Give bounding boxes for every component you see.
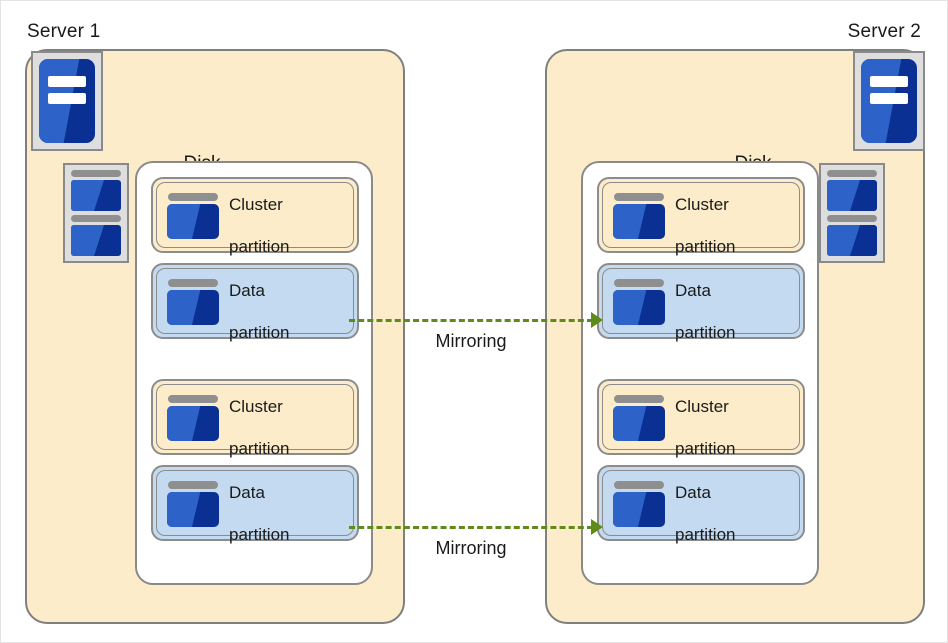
server-2-hard-disk-icon [819, 163, 885, 263]
server-2-partition-group-1: Cluster partition Data part [597, 177, 805, 342]
partition-label: Cluster partition [675, 375, 735, 459]
server-1-data-partition-1[interactable]: Data partition [151, 263, 359, 342]
partition-icon [613, 277, 665, 325]
server-2-cluster-partition-1[interactable]: Cluster partition [597, 177, 805, 256]
partition-icon [167, 393, 219, 441]
partition-label-line-2: partition [675, 439, 736, 458]
partition-label-line-1: Data [229, 483, 265, 502]
server-tower-icon [39, 59, 95, 143]
partition-label: Data partition [675, 259, 735, 343]
server-1-partition-list: Cluster partition Data part [151, 177, 359, 551]
partition-inner: Cluster partition [602, 384, 800, 458]
server-1-hard-disk-icon [63, 163, 129, 263]
partition-icon [613, 191, 665, 239]
partition-label: Cluster partition [229, 375, 289, 459]
server-1-disk-box: Cluster partition Data part [135, 161, 373, 585]
partition-inner: Data partition [602, 268, 800, 342]
partition-icon [167, 479, 219, 527]
server-2-label: Server 2 [847, 21, 921, 42]
partition-label-line-2: partition [675, 237, 736, 256]
partition-label: Data partition [675, 461, 735, 545]
server-1-cluster-partition-2[interactable]: Cluster partition [151, 379, 359, 458]
server-1-label: Server 1 [27, 21, 101, 42]
partition-label-line-1: Cluster [229, 195, 283, 214]
partition-icon [167, 191, 219, 239]
partition-label-line-1: Data [675, 483, 711, 502]
partition-label-line-2: partition [229, 439, 290, 458]
partition-label-line-2: partition [675, 525, 736, 544]
partition-inner: Cluster partition [156, 182, 354, 256]
partition-inner: Data partition [156, 268, 354, 342]
partition-label-line-1: Cluster [675, 195, 729, 214]
mirroring-arrow-head-2 [591, 519, 603, 535]
partition-label-line-2: partition [229, 323, 290, 342]
partition-label-line-2: partition [675, 323, 736, 342]
partition-label: Cluster partition [675, 173, 735, 257]
server-2-data-partition-1[interactable]: Data partition [597, 263, 805, 342]
server-2-partition-list: Cluster partition Data part [597, 177, 805, 551]
disk-platter [827, 215, 877, 257]
server-2-disk-box: Cluster partition Data part [581, 161, 819, 585]
partition-label: Data partition [229, 259, 289, 343]
mirroring-arrow-line-2 [349, 526, 593, 529]
partition-label-line-1: Data [229, 281, 265, 300]
partition-label-line-1: Data [675, 281, 711, 300]
server-2-tower-icon [853, 51, 925, 151]
partition-inner: Data partition [602, 470, 800, 544]
server-1-partition-group-1: Cluster partition Data part [151, 177, 359, 342]
disk-platter [71, 215, 121, 257]
server-tower-icon [861, 59, 917, 143]
partition-icon [613, 479, 665, 527]
server-1-tower-icon [31, 51, 103, 151]
mirroring-arrow-head-1 [591, 312, 603, 328]
server-2-data-partition-2[interactable]: Data partition [597, 465, 805, 544]
mirroring-label-2: Mirroring [435, 538, 507, 558]
partition-label-line-2: partition [229, 525, 290, 544]
disk-platter [827, 170, 877, 212]
partition-label: Data partition [229, 461, 289, 545]
partition-label-line-2: partition [229, 237, 290, 256]
mirroring-arrow-line-1 [349, 319, 593, 322]
server-1-data-partition-2[interactable]: Data partition [151, 465, 359, 544]
partition-label-line-1: Cluster [675, 397, 729, 416]
mirroring-label-1: Mirroring [435, 331, 507, 351]
server-1-partition-group-2: Cluster partition Data part [151, 379, 359, 544]
server-2-cluster-partition-2[interactable]: Cluster partition [597, 379, 805, 458]
partition-icon [613, 393, 665, 441]
server-2-partition-group-2: Cluster partition Data part [597, 379, 805, 544]
partition-label: Cluster partition [229, 173, 289, 257]
partition-label-line-1: Cluster [229, 397, 283, 416]
partition-inner: Cluster partition [156, 384, 354, 458]
server-2-panel: Disk /dev/sdb Cluster partition [545, 49, 925, 624]
partition-inner: Cluster partition [602, 182, 800, 256]
partition-icon [167, 277, 219, 325]
disk-platter [71, 170, 121, 212]
partition-inner: Data partition [156, 470, 354, 544]
server-1-cluster-partition-1[interactable]: Cluster partition [151, 177, 359, 256]
server-1-panel: Disk /dev/sdb Cluster partition [25, 49, 405, 624]
